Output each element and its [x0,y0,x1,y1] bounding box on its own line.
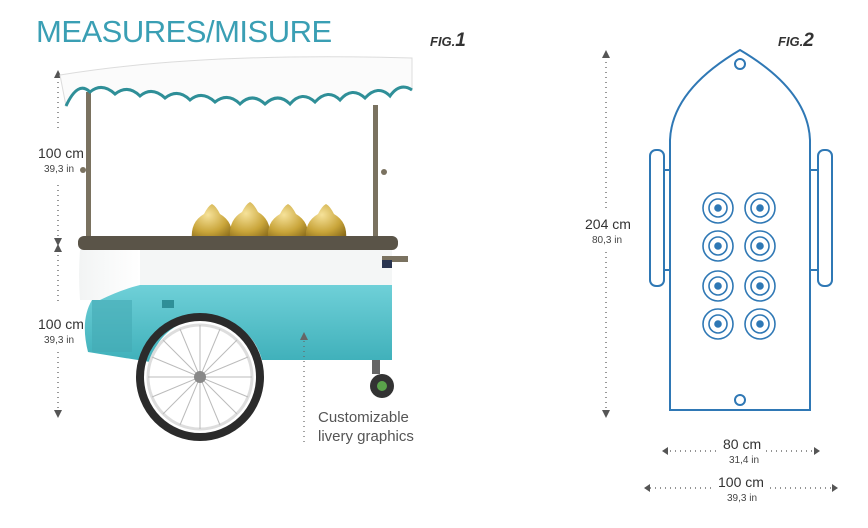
right-pole [373,105,378,240]
upper-height-in: 39,3 in [44,164,75,175]
plan-width-outer-in: 39,3 in [727,493,758,504]
plan-width-outer-cm: 100 cm [718,474,764,490]
fig1-label: FIG.1 [430,30,466,52]
fig2-prefix: FIG. [778,34,804,49]
plan-length-cm: 204 cm [585,216,631,232]
lower-height-cm: 100 cm [38,316,84,332]
livery-note: Customizable livery graphics [318,408,414,446]
plan-length-in: 80,3 in [592,235,623,246]
lower-height-in: 39,3 in [44,335,75,346]
page-title: MEASURES/MISURE [36,14,332,49]
plan-wells [702,192,776,340]
fig1-number: 1 [455,30,466,51]
plan-width-inner-in: 31,4 in [729,455,760,466]
livery-note-line2: livery graphics [318,428,414,445]
gelato-cones [191,202,347,240]
cart-wheel [136,313,264,441]
upper-height-cm: 100 cm [38,145,84,161]
plan-width-inner-cm: 80 cm [723,436,762,452]
left-pole [86,92,91,242]
plan-width-dimension-lines [650,450,832,489]
counter-top [78,236,398,250]
fig2-number: 2 [803,30,814,51]
canopy [59,56,413,108]
fig1-prefix: FIG. [430,34,456,49]
fig2-label: FIG.2 [778,30,814,52]
plan-mount-points [734,58,746,406]
cart-body [79,250,408,362]
plan-outline [649,48,833,411]
caster-wheel [370,360,394,398]
livery-note-line1: Customizable [318,409,409,426]
